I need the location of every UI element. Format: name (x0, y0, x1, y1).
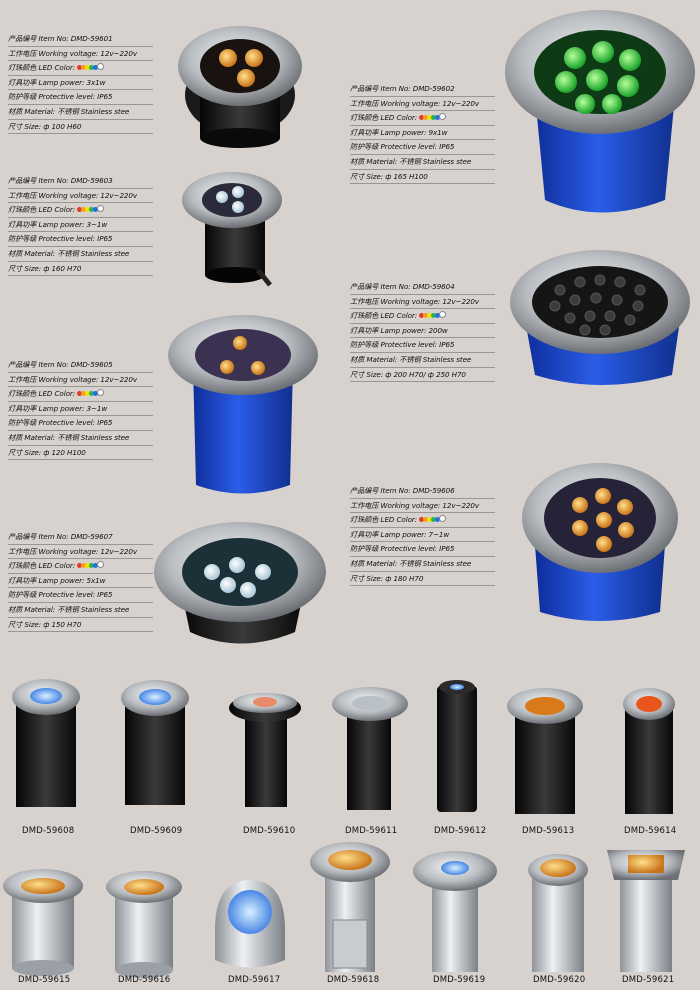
spec-block-59606: 产品编号 Item No: DMD-59606 工作电压 Working vol… (350, 484, 495, 587)
lamp-59616-image (106, 871, 182, 978)
spec-power: 灯具功率 Lamp power: 200w (350, 324, 495, 339)
lamp-59607-image (154, 522, 326, 644)
spec-size: 尺寸 Size: ф 150 H70 (8, 618, 153, 633)
spec-power: 灯具功率 Lamp power: 3~1w (8, 218, 153, 233)
spec-size: 尺寸 Size: ф 200 H70/ ф 250 H70 (350, 368, 495, 383)
spec-material: 材质 Material: 不锈钢 Stainless stee (8, 105, 153, 120)
lamp-59606-image (522, 463, 678, 621)
caption-59620: DMD-59620 (533, 975, 586, 985)
spec-item-no: 产品编号 Item No: DMD-59605 (8, 358, 153, 373)
spec-power: 灯具功率 Lamp power: 5x1w (8, 574, 153, 589)
spec-size: 尺寸 Size: ф 160 H70 (8, 262, 153, 277)
spec-voltage: 工作电压 Working voltage: 12v~220v (8, 47, 153, 62)
lamp-59608-image (12, 679, 80, 807)
spec-led-color: 灯珠颜色 LED Color: (8, 61, 153, 76)
caption-59613: DMD-59613 (522, 826, 575, 836)
caption-59615: DMD-59615 (18, 975, 71, 985)
caption-59612: DMD-59612 (434, 826, 487, 836)
spec-item-no: 产品编号 Item No: DMD-59601 (8, 32, 153, 47)
caption-59609: DMD-59609 (130, 826, 183, 836)
caption-59616: DMD-59616 (118, 975, 171, 985)
lamp-59613-image (507, 688, 583, 814)
lamp-59614-image (623, 688, 675, 814)
spec-protect: 防护等级 Protective level: IP65 (8, 416, 153, 431)
led-color-dots (77, 61, 105, 74)
spec-protect: 防护等级 Protective level: IP65 (350, 140, 495, 155)
lamp-59620-image (528, 854, 588, 972)
caption-59621: DMD-59621 (622, 975, 675, 985)
lamp-59610-image (229, 693, 301, 807)
spec-voltage: 工作电压 Working voltage: 12v~220v (8, 373, 153, 388)
spec-block-59607: 产品编号 Item No: DMD-59607 工作电压 Working vol… (8, 530, 153, 633)
spec-material: 材质 Material: 不锈钢 Stainless stee (8, 431, 153, 446)
led-color-dots (419, 309, 447, 322)
lamp-59605-image (168, 315, 318, 494)
lamp-59603-image (182, 172, 282, 287)
spec-block-59605: 产品编号 Item No: DMD-59605 工作电压 Working vol… (8, 358, 153, 461)
spec-size: 尺寸 Size: ф 100 H60 (8, 120, 153, 135)
caption-59611: DMD-59611 (345, 826, 398, 836)
caption-59608: DMD-59608 (22, 826, 75, 836)
spec-led-color: 灯珠颜色 LED Color: (350, 111, 495, 126)
spec-block-59601: 产品编号 Item No: DMD-59601 工作电压 Working vol… (8, 32, 153, 135)
lamp-59619-image (413, 851, 497, 972)
caption-59617: DMD-59617 (228, 975, 281, 985)
spec-size: 尺寸 Size: ф 120 H100 (8, 446, 153, 461)
lamp-59612-image (437, 680, 477, 812)
lamp-59604-image (510, 250, 690, 385)
spec-voltage: 工作电压 Working voltage: 12v~220v (350, 97, 495, 112)
spec-voltage: 工作电压 Working voltage: 12v~220v (350, 499, 495, 514)
spec-material: 材质 Material: 不锈钢 Stainless stee (8, 603, 153, 618)
spec-power: 灯具功率 Lamp power: 7~1w (350, 528, 495, 543)
spec-power: 灯具功率 Lamp power: 3x1w (8, 76, 153, 91)
led-color-dots (419, 513, 447, 526)
spec-size: 尺寸 Size: ф 165 H100 (350, 170, 495, 185)
spec-material: 材质 Material: 不锈钢 Stainless stee (8, 247, 153, 262)
spec-block-59603: 产品编号 Item No: DMD-59603 工作电压 Working vol… (8, 174, 153, 277)
spec-led-color: 灯珠颜色 LED Color: (8, 387, 153, 402)
led-color-dots (77, 203, 105, 216)
spec-led-color: 灯珠颜色 LED Color: (8, 559, 153, 574)
spec-size: 尺寸 Size: ф 180 H70 (350, 572, 495, 587)
led-color-dots (77, 559, 105, 572)
lamp-59602-image (505, 10, 695, 213)
caption-59618: DMD-59618 (327, 975, 380, 985)
spec-voltage: 工作电压 Working voltage: 12v~220v (350, 295, 495, 310)
caption-59614: DMD-59614 (624, 826, 677, 836)
spec-block-59602: 产品编号 Item No: DMD-59602 工作电压 Working vol… (350, 82, 495, 185)
spec-item-no: 产品编号 Item No: DMD-59607 (8, 530, 153, 545)
spec-block-59604: 产品编号 Item No: DMD-59604 工作电压 Working vol… (350, 280, 495, 383)
spec-protect: 防护等级 Protective level: IP65 (8, 90, 153, 105)
led-color-dots (77, 387, 105, 400)
spec-power: 灯具功率 Lamp power: 9x1w (350, 126, 495, 141)
lamp-59601-image (178, 26, 302, 148)
spec-led-color: 灯珠颜色 LED Color: (350, 513, 495, 528)
spec-item-no: 产品编号 Item No: DMD-59606 (350, 484, 495, 499)
spec-voltage: 工作电压 Working voltage: 12v~220v (8, 545, 153, 560)
caption-59610: DMD-59610 (243, 826, 296, 836)
spec-protect: 防护等级 Protective level: IP65 (8, 232, 153, 247)
spec-led-color: 灯珠颜色 LED Color: (350, 309, 495, 324)
spec-material: 材质 Material: 不锈钢 Stainless stee (350, 353, 495, 368)
led-color-dots (419, 111, 447, 124)
lamp-59611-image (332, 687, 408, 810)
spec-material: 材质 Material: 不锈钢 Stainless stee (350, 155, 495, 170)
caption-59619: DMD-59619 (433, 975, 486, 985)
lamp-59609-image (121, 680, 189, 805)
spec-led-color: 灯珠颜色 LED Color: (8, 203, 153, 218)
lamp-59615-image (3, 869, 83, 976)
spec-voltage: 工作电压 Working voltage: 12v~220v (8, 189, 153, 204)
lamp-59617-image (215, 880, 285, 968)
spec-power: 灯具功率 Lamp power: 3~1w (8, 402, 153, 417)
lamp-59618-image (310, 842, 390, 972)
spec-protect: 防护等级 Protective level: IP65 (350, 338, 495, 353)
spec-protect: 防护等级 Protective level: IP65 (350, 542, 495, 557)
spec-item-no: 产品编号 Item No: DMD-59603 (8, 174, 153, 189)
spec-item-no: 产品编号 Item No: DMD-59602 (350, 82, 495, 97)
spec-item-no: 产品编号 Item No: DMD-59604 (350, 280, 495, 295)
spec-material: 材质 Material: 不锈钢 Stainless stee (350, 557, 495, 572)
lamp-59621-image (607, 850, 685, 972)
spec-protect: 防护等级 Protective level: IP65 (8, 588, 153, 603)
